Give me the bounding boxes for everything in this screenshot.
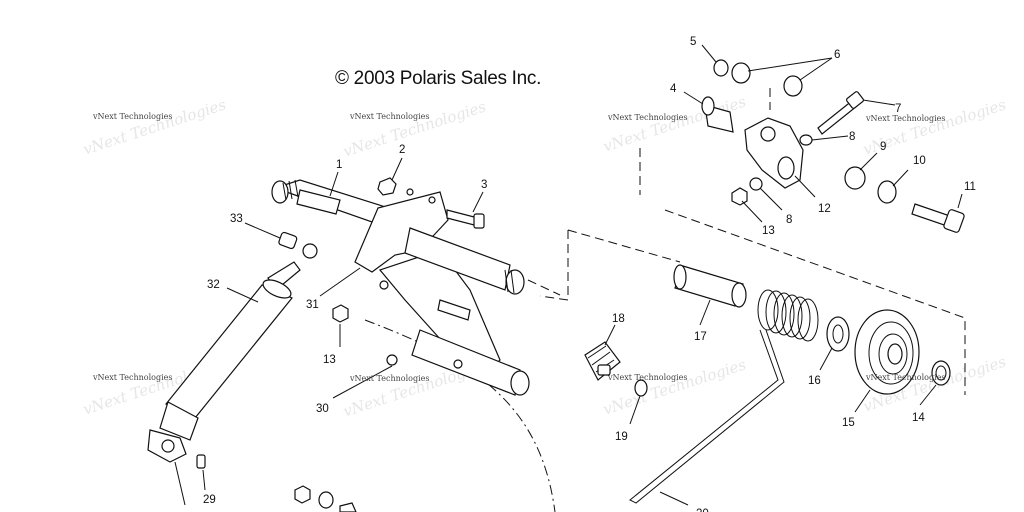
bushing-33 — [278, 231, 298, 250]
callout-32: 32 — [207, 279, 220, 291]
callout-20: 20 — [696, 508, 709, 512]
copyright-notice: © 2003 Polaris Sales Inc. — [335, 68, 542, 89]
callout-3: 3 — [481, 179, 487, 191]
bolt-11 — [911, 203, 965, 233]
washer-16 — [826, 316, 850, 352]
callout-18: 18 — [612, 313, 625, 325]
nut-bottom — [294, 485, 311, 504]
watermark-label: vNext Technologies — [93, 373, 173, 382]
washer-5 — [713, 59, 729, 77]
shock-absorber — [147, 261, 301, 506]
washer-10 — [877, 180, 897, 204]
assembly-line — [364, 319, 556, 512]
callout-labels: 1 2 3 4 5 6 7 8 8 9 10 11 12 13 13 14 15… — [203, 36, 976, 512]
lower-tube — [411, 329, 530, 396]
pivot-shaft-right — [404, 227, 525, 295]
leader-lines — [202, 44, 963, 506]
callout-9: 9 — [880, 141, 886, 153]
torsion-spring — [629, 289, 819, 504]
center-bracket — [354, 188, 501, 381]
bracket-pin — [437, 299, 471, 321]
watermark-label: vNext Technologies — [93, 112, 173, 121]
bushing-4 — [701, 96, 734, 133]
grease-fitting-30 — [386, 354, 398, 366]
block-18 — [584, 341, 621, 381]
pin-29 — [196, 454, 206, 469]
bearing-14 — [931, 360, 951, 386]
assembly-line — [567, 229, 681, 263]
bracket-bolt — [453, 359, 463, 369]
watermark-label: vNext Technologies — [608, 373, 688, 382]
callout-5: 5 — [690, 36, 696, 48]
watermark-label: vNext Technologies — [608, 113, 688, 122]
callout-11: 11 — [964, 181, 976, 193]
washer-8a — [799, 134, 813, 146]
callout-13b: 13 — [762, 225, 775, 237]
nut-2 — [377, 177, 397, 196]
callout-10: 10 — [913, 155, 926, 167]
callout-33: 33 — [230, 213, 243, 225]
callout-8b: 8 — [786, 214, 792, 226]
callout-16: 16 — [808, 375, 821, 387]
bushing-bottom — [339, 502, 357, 512]
assembly-line — [664, 209, 966, 395]
bolt-7 — [817, 91, 865, 135]
callout-15: 15 — [842, 417, 855, 429]
nut-13b — [731, 187, 748, 206]
callout-30: 30 — [316, 403, 329, 415]
callout-29: 29 — [203, 494, 216, 506]
pivot-shaft — [271, 179, 397, 223]
callout-19: 19 — [615, 431, 628, 443]
assembly-line — [539, 230, 569, 301]
washer-8b — [749, 177, 763, 191]
idler-wheel — [854, 309, 920, 395]
nut-13 — [332, 304, 349, 323]
callout-17: 17 — [694, 331, 707, 343]
assembly-line — [527, 279, 561, 296]
washer-bottom — [318, 491, 334, 509]
bushing-17 — [673, 264, 747, 308]
arm-12 — [744, 117, 804, 189]
watermark-label: vNext Technologies — [866, 373, 946, 382]
watermark-label: vNext Technologies — [350, 112, 430, 121]
watermark-label: vNext Technologies — [350, 374, 430, 383]
callout-14: 14 — [912, 412, 925, 424]
callout-4: 4 — [670, 83, 677, 95]
bolt-3 — [446, 209, 485, 229]
callout-2: 2 — [399, 144, 405, 156]
bushing-6a — [731, 62, 751, 84]
callout-8a: 8 — [849, 131, 855, 143]
bushing-33b — [302, 243, 318, 259]
callout-31: 31 — [306, 299, 319, 311]
watermark-label: vNext Technologies — [866, 114, 946, 123]
washer-9 — [844, 166, 866, 190]
callout-6: 6 — [834, 49, 840, 61]
bushing-6b — [783, 75, 803, 97]
callout-1: 1 — [336, 159, 342, 171]
callout-12: 12 — [818, 203, 831, 215]
washer-19 — [634, 379, 648, 397]
callout-7: 7 — [895, 103, 901, 115]
callout-13a: 13 — [323, 354, 336, 366]
